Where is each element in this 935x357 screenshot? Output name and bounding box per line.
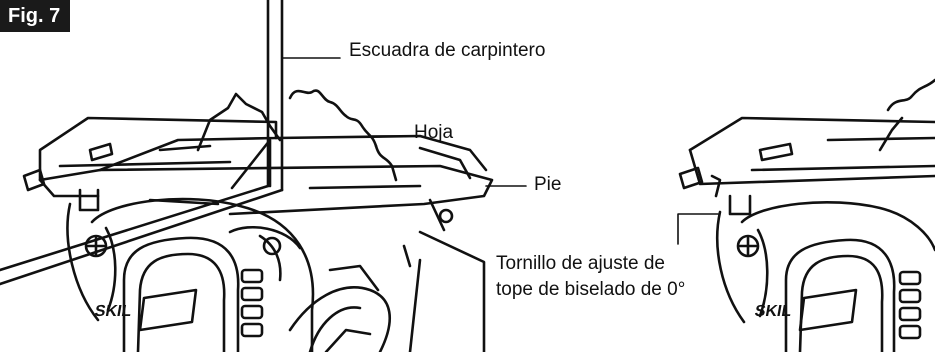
vent-slots-right (898, 270, 922, 340)
skil-logo-left: SKIL (93, 302, 133, 320)
motor-housing-right (740, 201, 935, 252)
handle (288, 286, 392, 354)
label-carpenter-square: Escuadra de carpintero (349, 40, 546, 61)
label-blade: Hoja (414, 122, 454, 143)
shoe-plate (38, 116, 278, 182)
bevel-screw (78, 188, 100, 212)
vent-slots (240, 268, 264, 338)
blade-outline-right (886, 78, 935, 112)
leader-screw (677, 213, 719, 245)
bevel-screw-right (728, 194, 752, 216)
motor-housing (90, 197, 315, 354)
skil-logo-badge (138, 288, 198, 332)
skil-logo-text: SKIL SKIL (93, 302, 793, 320)
skil-logo-right: SKIL (753, 302, 793, 320)
shoe-plate-right (688, 116, 935, 152)
label-shoe: Pie (534, 174, 562, 195)
label-bevel-screw-line2: tope de biselado de 0° (496, 279, 686, 300)
blade-teeth (288, 89, 378, 148)
figure-number-tag: Fig. 7 (0, 0, 70, 32)
skil-logo-badge-right (798, 288, 858, 332)
carpenter-square (266, 0, 284, 192)
label-bevel-screw-line1: Tornillo de ajuste de (496, 253, 665, 274)
